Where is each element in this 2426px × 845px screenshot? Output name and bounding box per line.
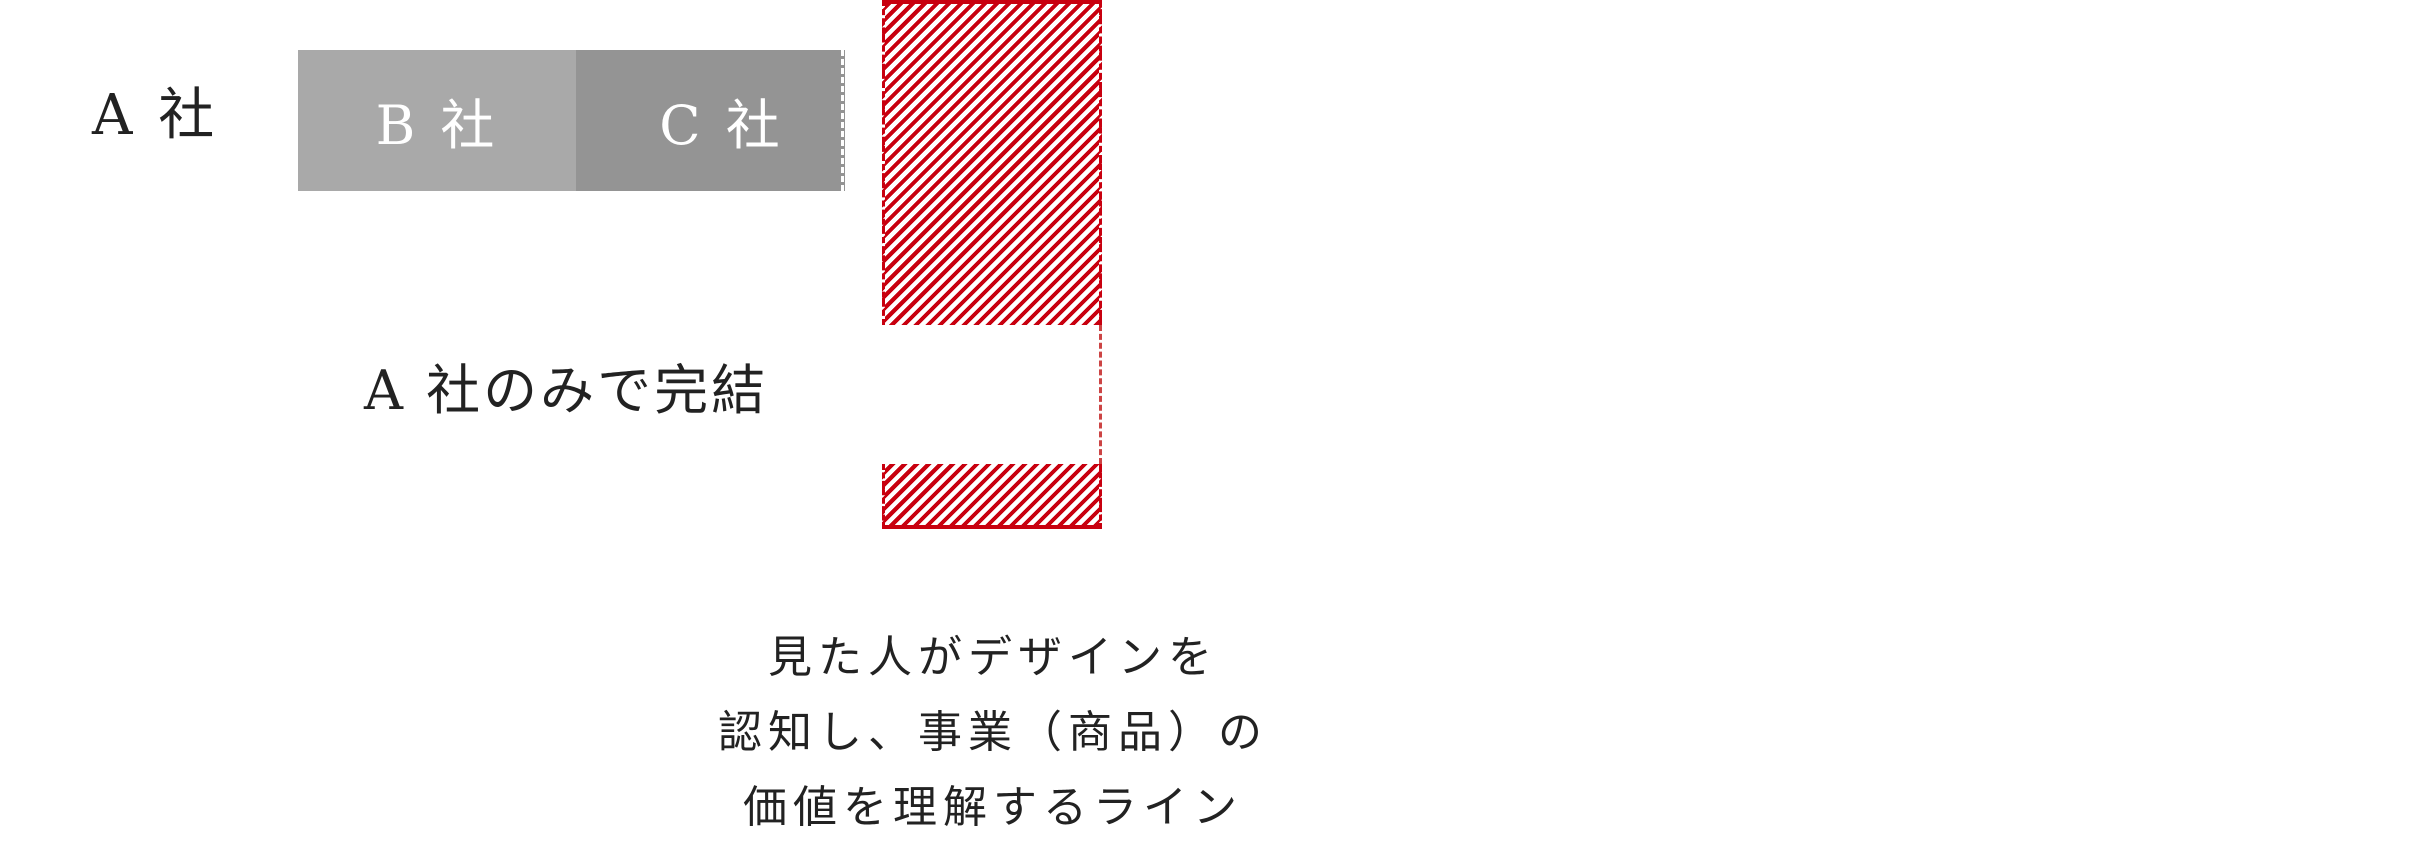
caption-line-3: 価値を理解するライン (743, 782, 1243, 833)
company-b-label: B 社 (375, 94, 499, 157)
company-c-label: C 社 (659, 94, 784, 157)
self-complete-label: A 社のみで完結 (364, 359, 769, 422)
caption-line-2: 認知し、事業（商品）の (718, 707, 1268, 758)
company-a-label: A 社 (92, 83, 219, 148)
company-b-block: B 社 (298, 50, 576, 191)
recognition-line-hatch-top (882, 0, 1102, 325)
recognition-line-caption: 見た人がデザインを 認知し、事業（商品）の 価値を理解するライン (700, 620, 1286, 845)
recognition-line-hatch-bottom (882, 464, 1102, 529)
recognition-line-dashed-guide (1099, 325, 1102, 464)
company-c-dashed-edge (841, 50, 844, 191)
caption-line-1: 見た人がデザインを (768, 632, 1218, 683)
company-c-block: C 社 (576, 50, 845, 191)
